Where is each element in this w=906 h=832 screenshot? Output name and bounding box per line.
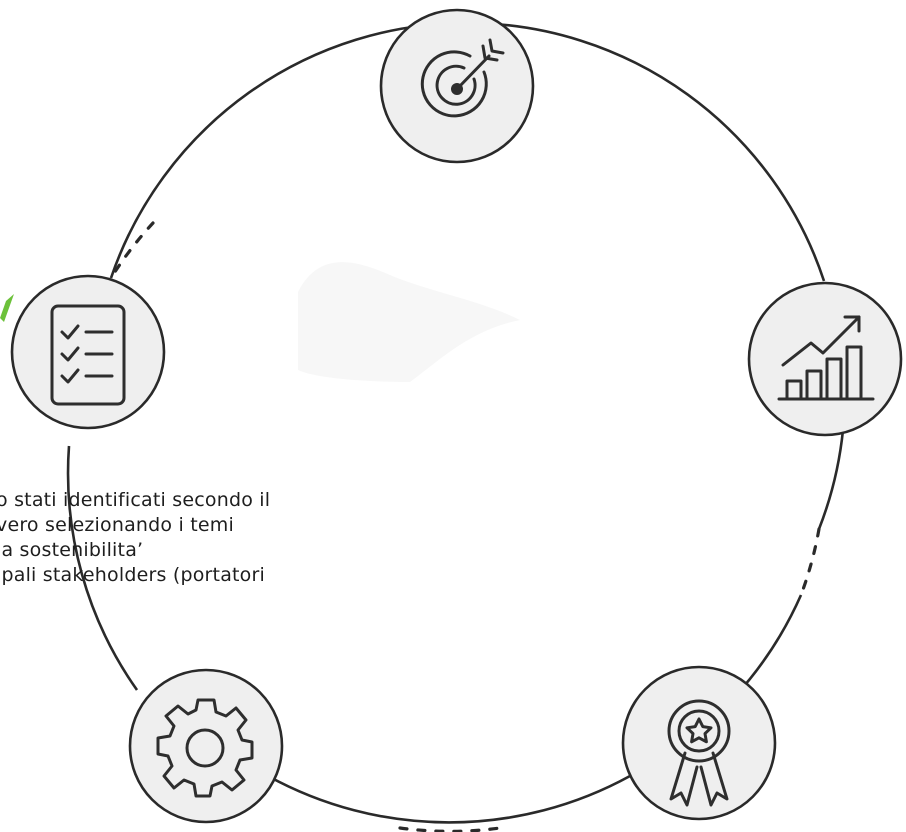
node-checklist	[10, 274, 166, 430]
description-line: o stati identificati secondo il	[0, 489, 271, 511]
description-line: la sostenibilita’	[0, 539, 144, 561]
node-settings	[128, 668, 284, 824]
node-award	[621, 665, 777, 821]
node-growth-chart	[747, 281, 903, 437]
description-line: ipali stakeholders (portatori	[0, 564, 265, 586]
description-text: o stati identificati secondo il vero sel…	[0, 488, 376, 588]
background-smudge	[298, 262, 520, 382]
node-target	[379, 8, 535, 164]
target-arrow-icon	[420, 38, 505, 118]
award-ribbon-icon	[667, 699, 731, 807]
gear-icon	[156, 698, 254, 798]
description-line: vero selezionando i temi	[0, 514, 234, 536]
accent-check-mark	[0, 294, 14, 322]
cycle-ring-dashes	[109, 221, 821, 832]
checklist-icon	[50, 304, 126, 406]
growth-chart-icon	[777, 315, 875, 401]
